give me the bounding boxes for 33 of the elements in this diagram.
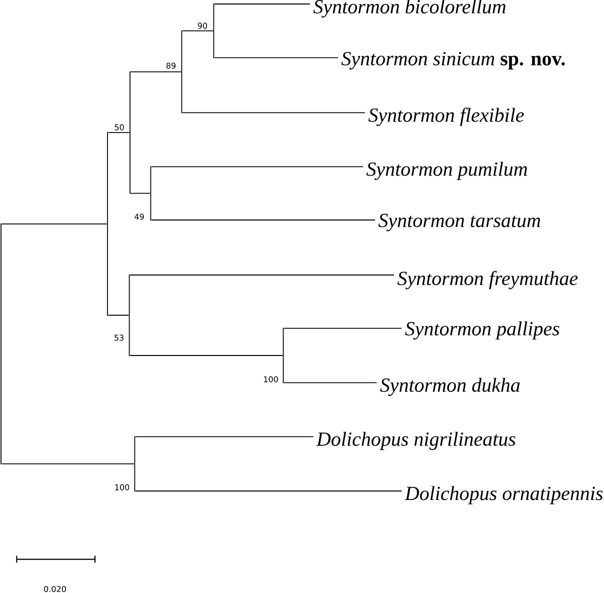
branch-line [134,436,314,438]
bootstrap-value: 53 [114,334,124,341]
branch-line [150,166,364,168]
bootstrap-value: 89 [166,62,176,69]
bootstrap-value: 49 [134,214,144,220]
taxon-label: Syntormon pumilum [366,162,528,180]
branch-line [182,30,214,32]
scale-label: 0.020 [44,586,66,592]
taxon-label: Dolichopus ornatipennis [404,486,603,504]
branch-line [214,57,338,58]
branch-line [182,112,366,114]
bootstrap-value: 90 [198,22,208,29]
branch-line [130,192,150,194]
taxon-label: Syntormon freymuthae [397,270,578,290]
taxon-label: Syntormon pallipes [405,321,560,340]
bootstrap-value: 100 [264,376,278,382]
taxon-label: Dolichopus nigrilineatus [316,432,516,450]
branch-line [284,382,378,384]
branch-line [108,132,130,133]
branch-line [284,328,402,329]
branch-line [134,490,402,492]
bootstrap-value: 50 [114,124,124,130]
branch-line [1,223,108,224]
branch-line [130,71,182,72]
bootstrap-value: 100 [115,484,130,490]
taxon-label: Syntormon sinicum sp. nov. [341,52,565,70]
branch-line [1,463,134,464]
taxon-label: Syntormon tarsatum [378,214,540,232]
taxon-label: Syntormon flexibile [368,108,524,126]
branch-line [108,314,130,316]
branch-line [130,355,284,356]
branch-line [130,274,394,276]
taxon-label: Syntormon dukha [380,378,520,396]
